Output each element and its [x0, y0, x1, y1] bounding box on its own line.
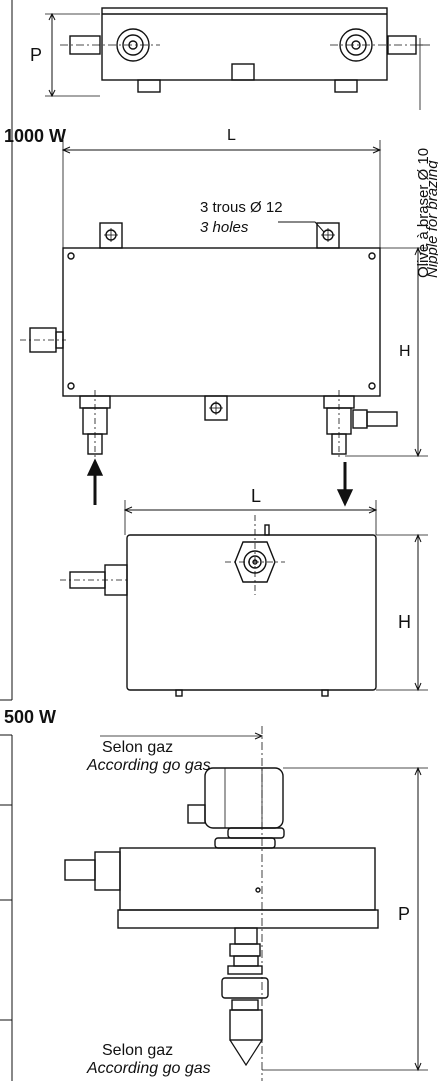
model-1000-dim-l: L: [227, 127, 236, 144]
model-1000-dim-h: H: [399, 343, 411, 360]
model-500-side-view: [64, 726, 428, 1081]
left-frame: [0, 0, 13, 1081]
gas-top-en: According go gas: [87, 757, 211, 774]
holes-label-en: 3 holes: [200, 219, 249, 236]
gas-bottom-fr: Selon gaz: [102, 1042, 174, 1059]
model-1000-title: 1000 W: [4, 126, 67, 146]
model-500-dim-p: P: [398, 904, 411, 924]
model-500-title: 500 W: [4, 707, 57, 727]
gas-top-fr: Selon gaz: [102, 739, 174, 756]
top-view-dim-p: P: [30, 45, 43, 65]
nipple-label-en: Nipple for brazing: [424, 160, 438, 278]
holes-label-fr: 3 trous Ø 12: [200, 199, 283, 216]
model-1000-view: [20, 140, 428, 507]
model-500-box-view: [60, 500, 428, 697]
top-view: [45, 7, 430, 110]
model-500-box-dim-h: H: [398, 612, 411, 632]
model-500-box-dim-l: L: [251, 486, 262, 506]
gas-bottom-en: According go gas: [87, 1060, 211, 1077]
